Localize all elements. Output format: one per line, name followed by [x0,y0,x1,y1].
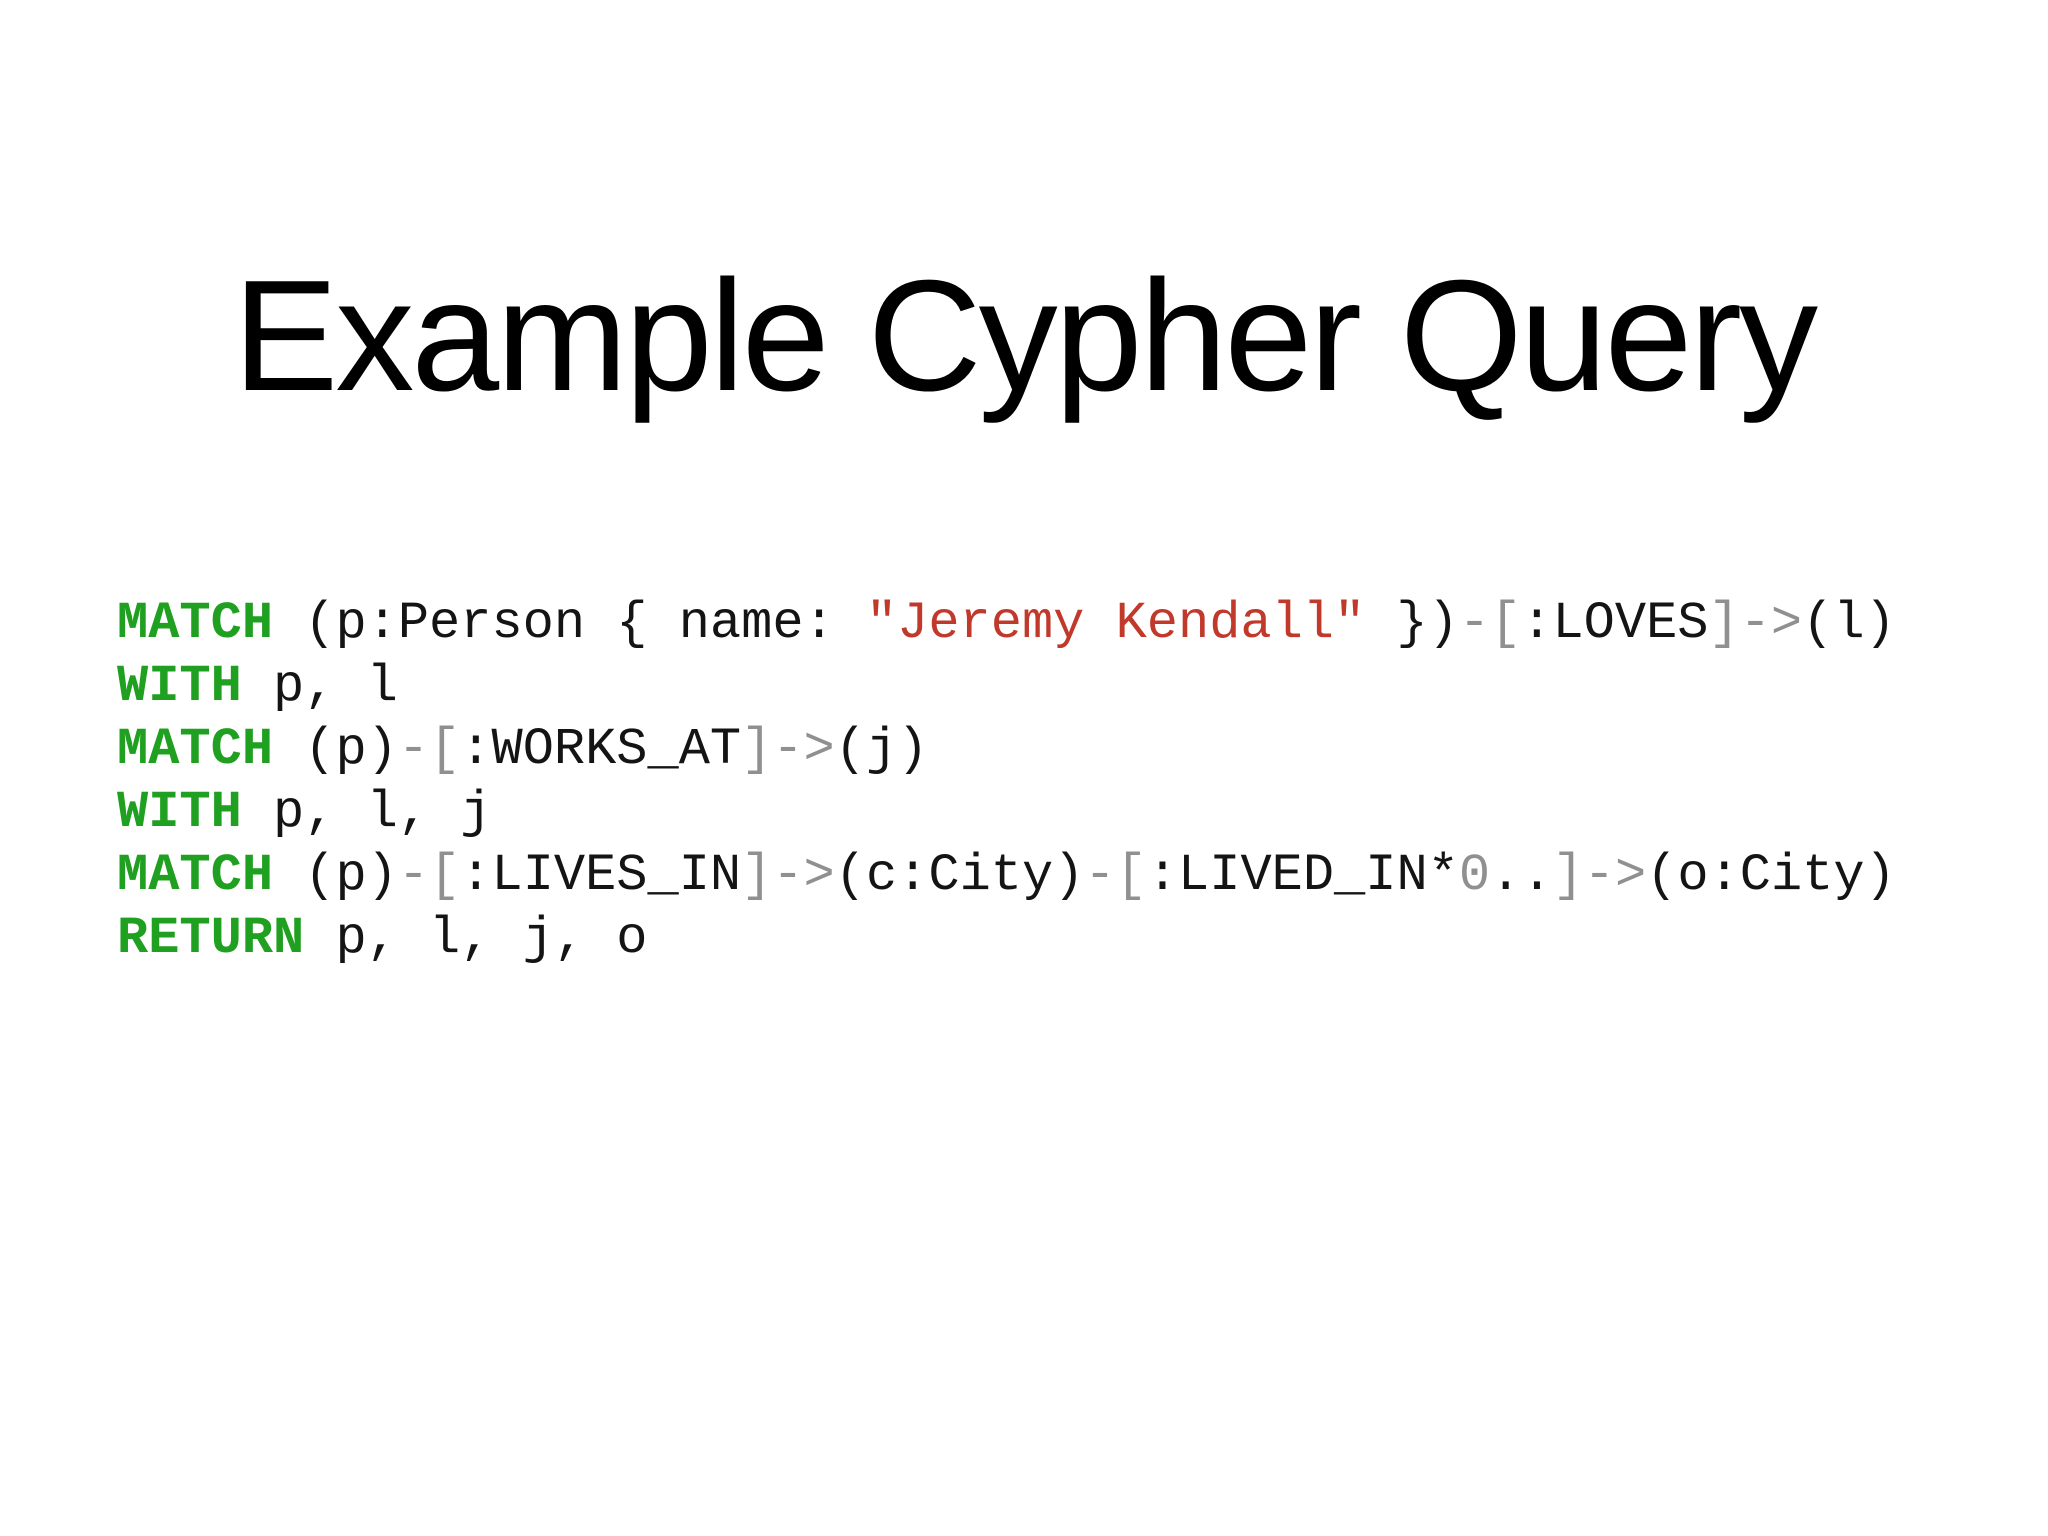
code-token-plain: (p:Person { name: [273,594,866,653]
code-token-plain: (c:City) [834,846,1085,905]
code-block: MATCH (p:Person { name: "Jeremy Kendall"… [117,592,1896,970]
code-token-gray: 0 [1458,846,1491,905]
code-token-plain: :WORKS_AT [460,720,742,779]
code-token-keyword: RETURN [117,909,305,968]
code-token-gray: ]-> [741,720,835,779]
code-token-plain: p, l, j, o [304,909,648,968]
slide-title: Example Cypher Query [232,247,1818,424]
code-token-plain: :LOVES [1521,594,1709,653]
code-token-plain: p, l [241,657,398,716]
code-token-plain: (o:City) [1646,846,1896,905]
code-token-plain: p, l, j [241,783,492,842]
code-token-plain: :LIVED_IN* [1146,846,1459,905]
code-token-gray: ]-> [741,846,835,905]
code-line: WITH p, l [117,655,1896,718]
code-token-keyword: WITH [117,783,242,842]
code-line: MATCH (p:Person { name: "Jeremy Kendall"… [117,592,1896,655]
code-line: MATCH (p)-[:LIVES_IN]->(c:City)-[:LIVED_… [117,844,1896,907]
code-token-plain: :LIVES_IN [460,846,742,905]
code-token-gray: -[ [1084,846,1147,905]
code-line: WITH p, l, j [117,781,1896,844]
code-token-plain: }) [1365,594,1459,653]
code-token-keyword: MATCH [117,720,274,779]
code-token-gray: ]-> [1708,594,1803,653]
code-token-plain: (p) [273,846,398,905]
code-token-plain: .. [1490,846,1553,905]
code-token-plain: (p) [273,720,398,779]
code-token-keyword: MATCH [117,594,274,653]
code-token-string: "Jeremy Kendall" [865,594,1366,653]
code-token-keyword: MATCH [117,846,274,905]
code-token-plain: (j) [834,720,929,779]
code-line: MATCH (p)-[:WORKS_AT]->(j) [117,718,1896,781]
code-token-keyword: WITH [117,657,242,716]
code-token-gray: -[ [1458,594,1522,653]
code-token-plain: (l) [1802,594,1896,653]
code-token-gray: -[ [397,720,461,779]
code-token-gray: ]-> [1552,846,1647,905]
code-token-gray: -[ [397,846,461,905]
code-line: RETURN p, l, j, o [117,907,1896,970]
